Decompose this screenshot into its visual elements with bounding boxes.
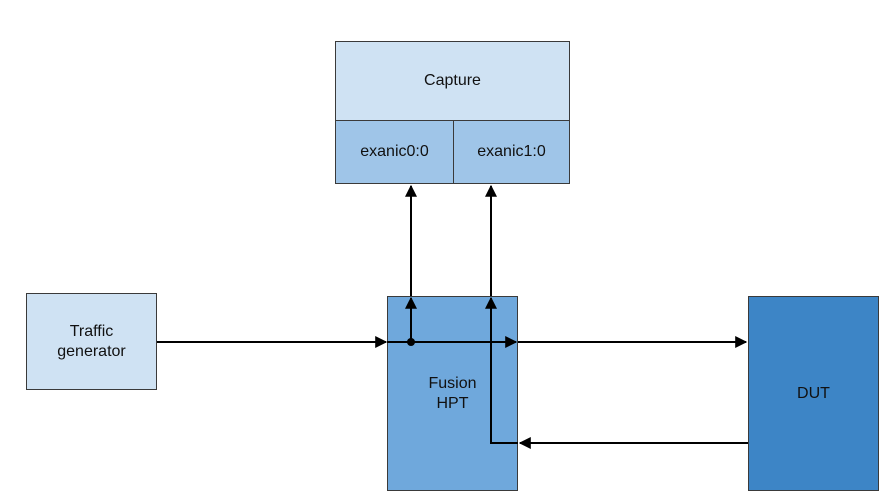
exanic0-port-box: exanic0:0 — [335, 120, 454, 184]
exanic0-port-label: exanic0:0 — [360, 143, 429, 160]
traffic-generator-box: Traffic generator — [26, 293, 157, 390]
exanic1-port-box: exanic1:0 — [453, 120, 570, 184]
fusion-hpt-label-line2: HPT — [436, 395, 469, 412]
dut-box: DUT — [748, 296, 879, 491]
fusion-hpt-label-line1: Fusion — [428, 375, 477, 392]
traffic-generator-label-line1: Traffic — [69, 322, 114, 340]
capture-label: Capture — [424, 72, 481, 89]
traffic-generator-label-line2: generator — [57, 342, 126, 360]
fusion-hpt-box: Fusion HPT — [387, 296, 518, 491]
dut-label: DUT — [797, 384, 830, 402]
return-internal-arrow — [485, 296, 518, 444]
capture-box: Capture — [335, 41, 570, 121]
exanic1-port-label: exanic1:0 — [477, 143, 546, 160]
